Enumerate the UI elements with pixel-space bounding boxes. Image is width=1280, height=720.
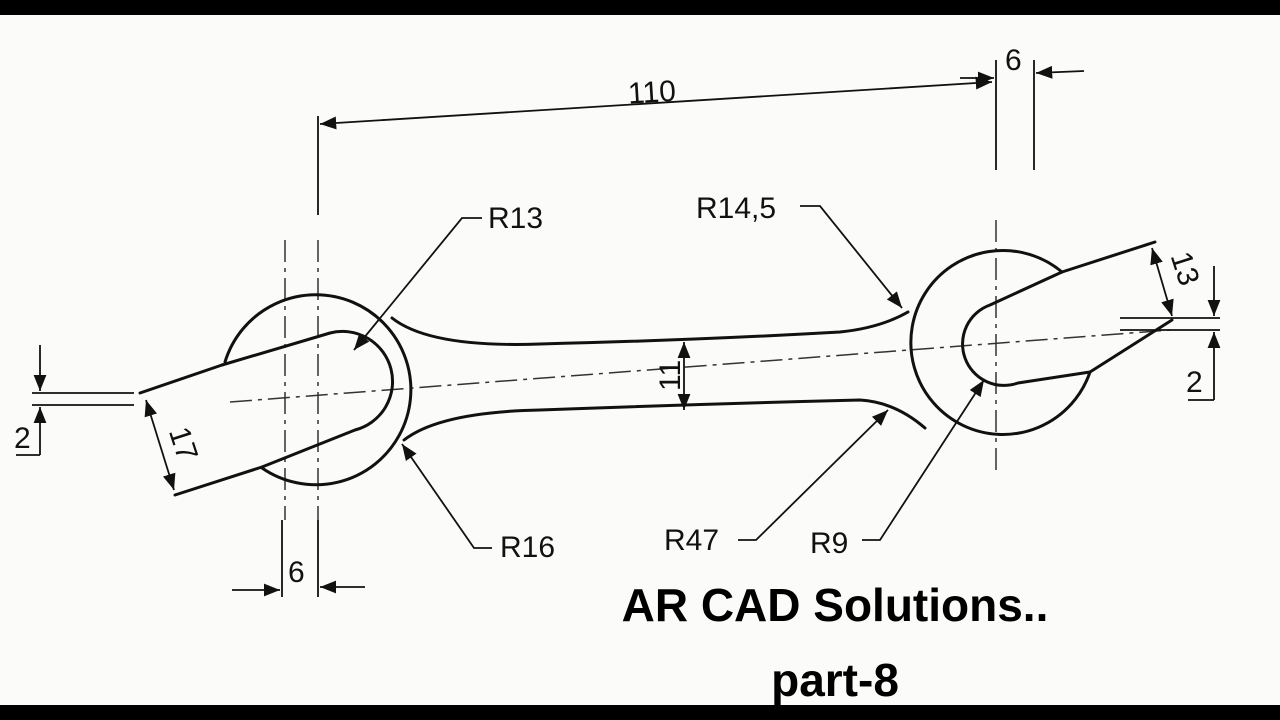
right-head-outline (909, 248, 1092, 436)
radius-leaders (353, 205, 985, 549)
radius-r9-text: R9 (810, 527, 848, 560)
left-jaw-extension-top (138, 363, 224, 395)
leader-r47 (738, 409, 889, 541)
left-head-outline (223, 293, 413, 487)
handle-top-edge (390, 310, 910, 346)
handle-bottom-edge (402, 398, 927, 442)
leader-r14-5 (800, 205, 903, 309)
dim-110-text: 110 (627, 75, 677, 111)
dim-bottom-6-text: 6 (288, 556, 305, 589)
leader-r9 (862, 379, 985, 541)
caption-part: part-8 (771, 654, 899, 706)
leader-r16 (401, 443, 492, 549)
dim-11-text: 11 (654, 360, 687, 391)
left-jaw-extension-bottom (173, 465, 264, 497)
right-jaw-opening (961, 270, 1092, 387)
radius-r13-text: R13 (488, 202, 543, 235)
wrench-technical-drawing: 110 6 6 17 13 11 2 2 R13 R14,5 R16 R47 R… (14, 44, 1221, 597)
wrench-outline (138, 240, 1174, 497)
dim-left-2-text: 2 (14, 422, 31, 455)
left-jaw-opening (220, 329, 395, 469)
radius-r47-text: R47 (664, 524, 719, 557)
leader-r13 (353, 217, 482, 351)
center-lines (229, 220, 1171, 520)
main-center-line (229, 329, 1171, 403)
drawing-canvas: 110 6 6 17 13 11 2 2 R13 R14,5 R16 R47 R… (0, 15, 1280, 705)
caption-title: AR CAD Solutions.. (621, 579, 1049, 631)
right-jaw-extension-bottom (1088, 318, 1174, 374)
right-jaw-extension-top (1060, 240, 1157, 274)
dim-17-line (144, 399, 176, 491)
dim-top-6-text: 6 (1005, 44, 1022, 77)
dim-13-line (1150, 247, 1174, 317)
dimension-lines (16, 60, 1221, 597)
dim-110-line (319, 76, 993, 130)
dim-17-text: 17 (162, 423, 204, 465)
dim-right-2-text: 2 (1186, 366, 1203, 399)
radius-r14-5-text: R14,5 (696, 192, 776, 225)
dim-13-text: 13 (1164, 248, 1206, 290)
radius-r16-text: R16 (500, 531, 555, 564)
